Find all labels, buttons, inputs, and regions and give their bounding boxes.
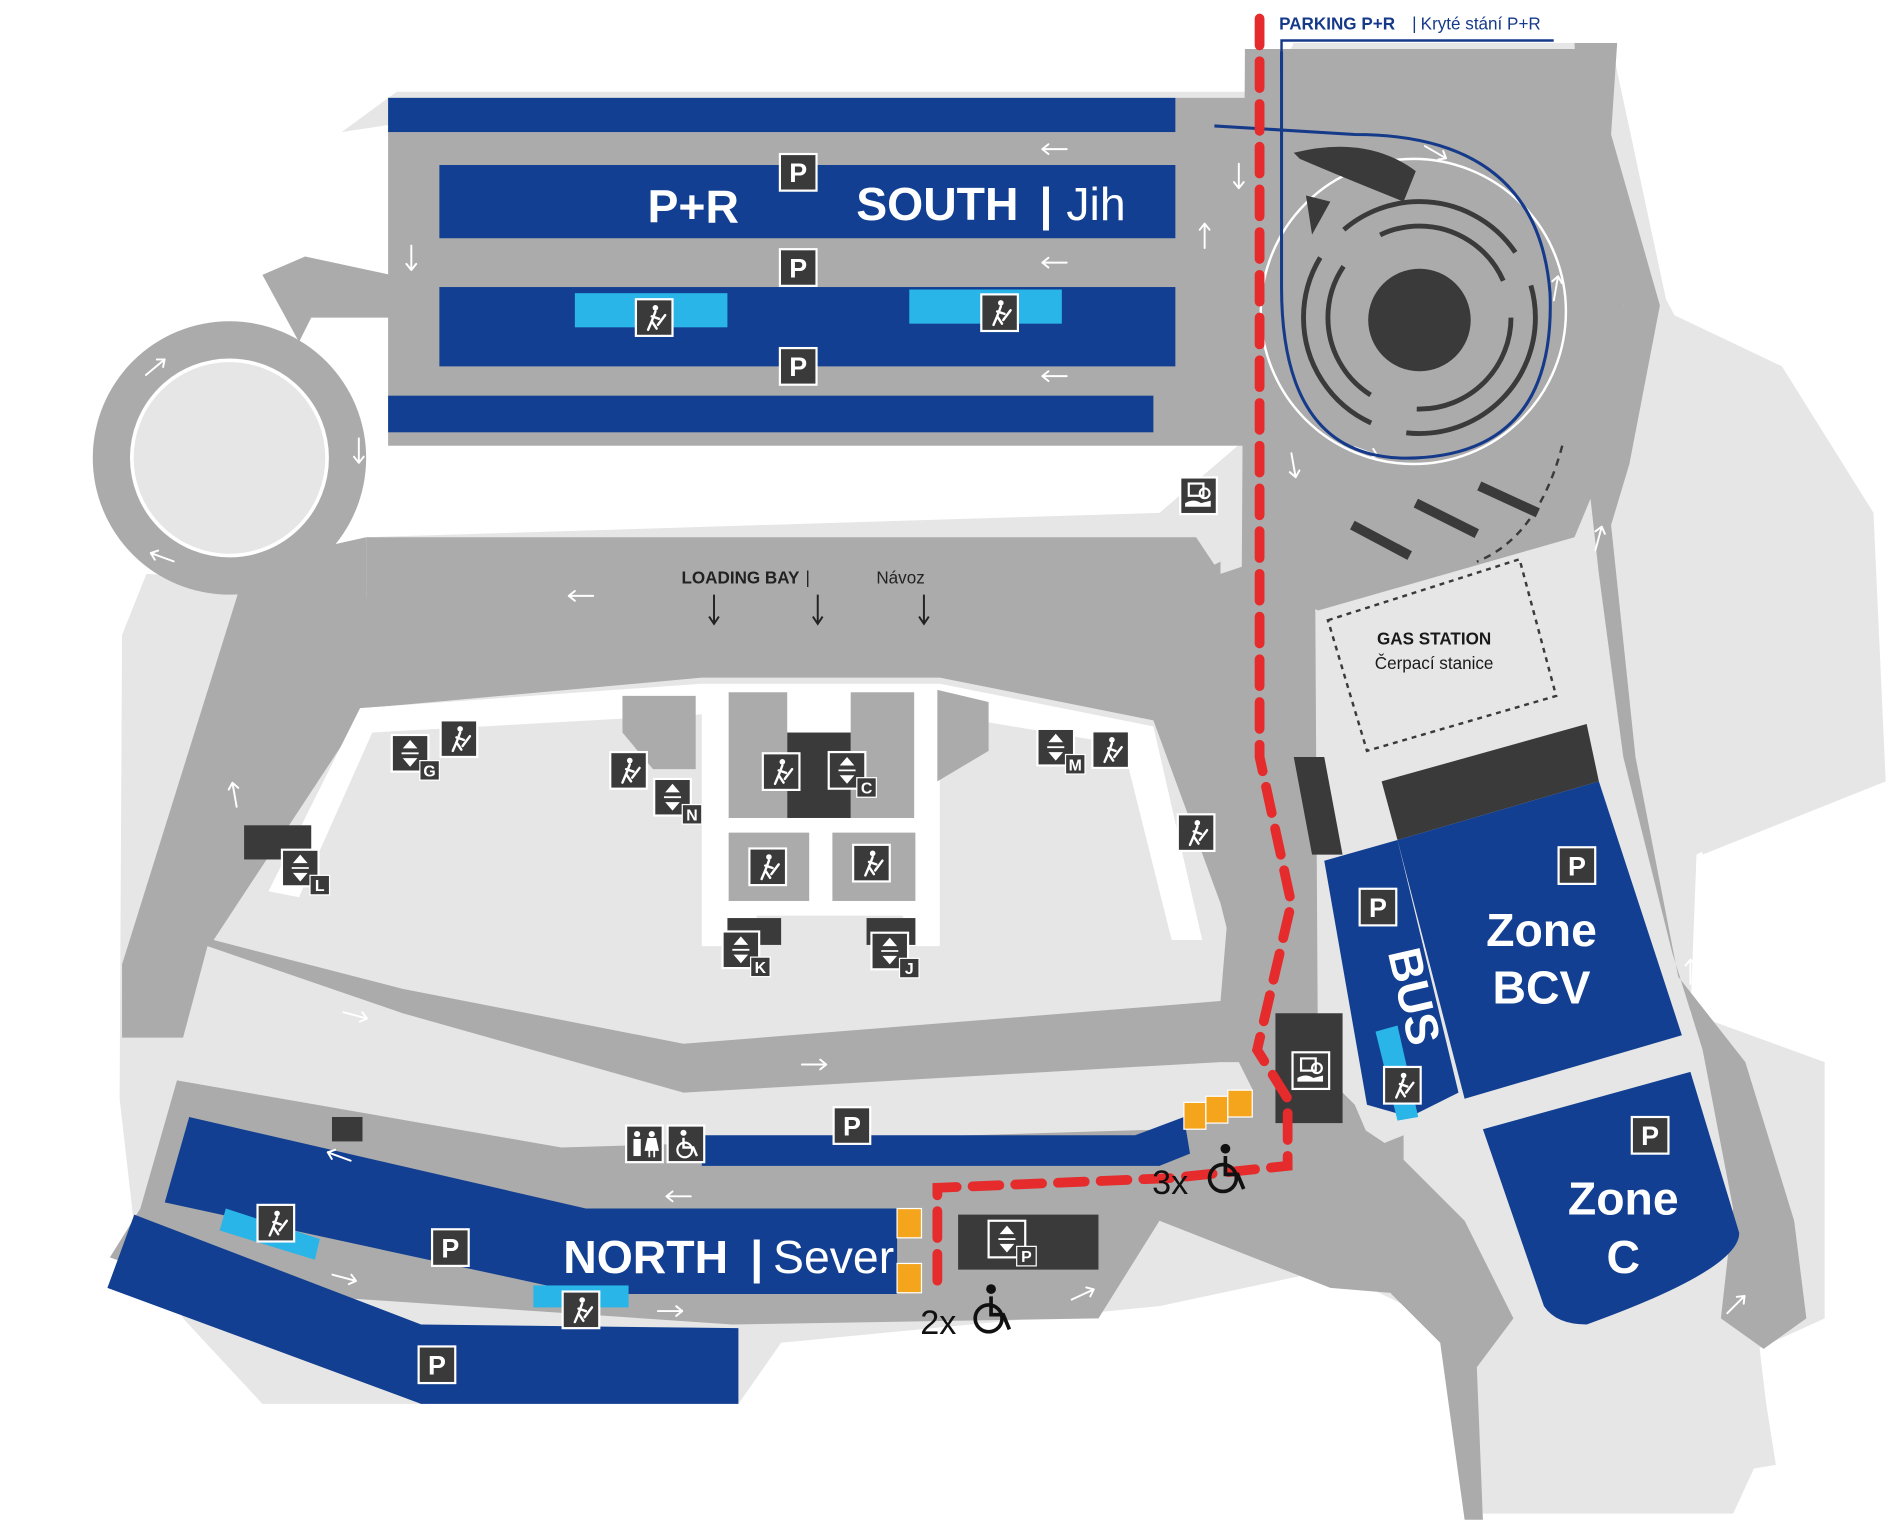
escalator-icon	[749, 848, 786, 885]
escalator-icon	[441, 720, 478, 757]
red-route	[932, 13, 1297, 1297]
parking-icon: P	[1641, 1121, 1659, 1151]
loading-bay-label: LOADING BAY	[681, 569, 800, 588]
loading-bay-local: Návoz	[876, 569, 924, 588]
escalator-icon	[610, 752, 647, 789]
svg-text:|: |	[806, 569, 810, 588]
escalator-icon	[1384, 1067, 1421, 1104]
parking-icon: P	[1369, 893, 1387, 923]
escalator-icon	[563, 1292, 600, 1329]
gas-station-local: Čerpací stanice	[1375, 654, 1494, 673]
elevator-g: G	[392, 735, 440, 781]
parking-icon: P	[428, 1351, 446, 1381]
disabled-spots: 3x 2x	[920, 1143, 1246, 1342]
escalator-icon	[981, 294, 1018, 331]
roundabout-right	[1259, 146, 1568, 563]
north-local: Sever	[773, 1231, 894, 1283]
svg-text:G: G	[423, 763, 435, 780]
svg-text:N: N	[686, 807, 697, 824]
wheelchair-icon	[1207, 1143, 1246, 1194]
svg-text:L: L	[315, 878, 325, 895]
svg-text:M: M	[1069, 757, 1082, 774]
disabled-count-south: 2x	[920, 1304, 956, 1342]
parking-icon: P	[1568, 851, 1586, 881]
zone-c-area	[1482, 1071, 1740, 1325]
zone-bcv-line1: Zone	[1486, 904, 1597, 956]
elevator-j: J	[871, 933, 920, 979]
escalator-icon	[258, 1205, 295, 1242]
elevator-p: P	[989, 1221, 1037, 1267]
gas-station: GAS STATION Čerpací stanice	[1326, 557, 1558, 753]
svg-text:J: J	[905, 961, 914, 978]
zone-c-line1: Zone	[1568, 1173, 1679, 1225]
escalator-icon	[636, 299, 673, 336]
svg-text:|: |	[750, 1231, 763, 1283]
wheelchair-icon	[973, 1284, 1012, 1334]
escalator-icon	[853, 845, 890, 882]
parking-icon: P	[843, 1111, 861, 1141]
parking-icon: P	[441, 1233, 459, 1263]
elevator-n: N	[654, 779, 703, 825]
payment-machine-icon	[1293, 1052, 1330, 1089]
svg-text:P: P	[1021, 1249, 1032, 1266]
elevator-m: M	[1037, 729, 1086, 775]
svg-text:K: K	[755, 960, 767, 977]
toilets-icon	[625, 1124, 664, 1164]
escalator-icon	[763, 753, 800, 790]
escalator-icon	[1092, 731, 1129, 768]
elevator-c: C	[829, 752, 877, 798]
parking-route-title: PARKING P+R	[1279, 15, 1395, 34]
parking-icon: P	[789, 158, 807, 188]
parking-icon: P	[789, 253, 807, 283]
svg-text:|: |	[1039, 178, 1052, 230]
svg-text:C: C	[861, 781, 873, 798]
loading-bay: LOADING BAY | Návoz	[681, 569, 930, 626]
elevator-k: K	[723, 931, 771, 978]
south-pr-label: P+R	[648, 180, 739, 232]
parking-icons: P P P P P P P P P	[417, 152, 1670, 1385]
south-local: Jih	[1066, 178, 1125, 230]
parking-route-subtitle: Kryté stání P+R	[1421, 15, 1541, 34]
zone-bcv-line2: BCV	[1493, 961, 1591, 1013]
parking-icon: P	[789, 352, 807, 382]
blue-route	[1214, 51, 1552, 460]
disabled-count-north: 3x	[1152, 1164, 1188, 1202]
gas-station-label: GAS STATION	[1377, 630, 1491, 649]
zone-c-line2: C	[1607, 1231, 1640, 1283]
escalator-icon	[1178, 814, 1215, 851]
wheelchair-icon	[666, 1124, 706, 1164]
elevator-icons: G N C M L K J P	[282, 729, 1086, 1267]
elevator-l: L	[282, 850, 331, 896]
parking-route-separator: |	[1412, 15, 1416, 34]
north-title: NORTH	[563, 1231, 728, 1283]
south-title: SOUTH	[856, 178, 1018, 230]
payment-machine-icon	[1180, 477, 1217, 514]
